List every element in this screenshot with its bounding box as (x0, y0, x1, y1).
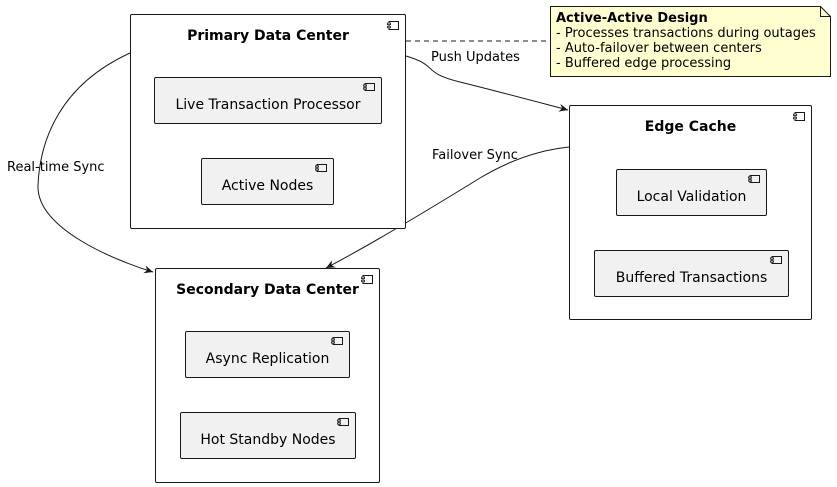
component-local-validation: Local Validation (616, 169, 767, 216)
component-async-replication: Async Replication (185, 331, 350, 378)
component-active-nodes: Active Nodes (201, 158, 334, 205)
node-title: Primary Data Center (187, 28, 349, 44)
component-icon (387, 21, 399, 30)
component-label: Hot Standby Nodes (200, 431, 336, 448)
note-shape (550, 6, 831, 77)
node-title: Secondary Data Center (176, 282, 359, 298)
component-icon (337, 418, 349, 426)
edge-push-updates (405, 55, 569, 112)
edge-label-realtime-sync: Real-time Sync (7, 160, 105, 175)
note-title: Active-Active Design (556, 11, 708, 26)
component-label: Active Nodes (221, 177, 314, 194)
component-label: Async Replication (205, 350, 330, 367)
component-label: Buffered Transactions (615, 269, 768, 286)
note-line: - Processes transactions during outages (556, 26, 816, 41)
component-icon (361, 275, 373, 284)
component-label: Local Validation (636, 188, 747, 205)
component-icon (331, 337, 343, 345)
component-icon (770, 256, 782, 264)
edge-cache-node: Edge Cache Local Validation Buffered Tra… (569, 105, 812, 320)
edge-realtime-sync (37, 52, 154, 274)
component-buffered-transactions: Buffered Transactions (594, 250, 789, 297)
edge-label-push-updates: Push Updates (431, 50, 520, 65)
edge-failover-sync (325, 146, 570, 269)
component-icon (315, 164, 327, 172)
component-icon (793, 112, 805, 121)
secondary-data-center-node: Secondary Data Center Async Replication … (155, 268, 380, 483)
component-live-transaction-processor: Live Transaction Processor (154, 77, 382, 124)
component-hot-standby-nodes: Hot Standby Nodes (180, 412, 356, 459)
note-line: - Auto-failover between centers (556, 41, 762, 56)
node-title: Edge Cache (644, 119, 737, 135)
component-icon (748, 175, 760, 183)
component-icon (363, 83, 375, 91)
primary-data-center-node: Primary Data Center Live Transaction Pro… (130, 14, 406, 229)
note-line: - Buffered edge processing (556, 56, 732, 71)
design-note: Active-Active Design - Processes transac… (550, 6, 831, 77)
edge-label-failover-sync: Failover Sync (432, 148, 518, 163)
component-label: Live Transaction Processor (175, 96, 361, 113)
